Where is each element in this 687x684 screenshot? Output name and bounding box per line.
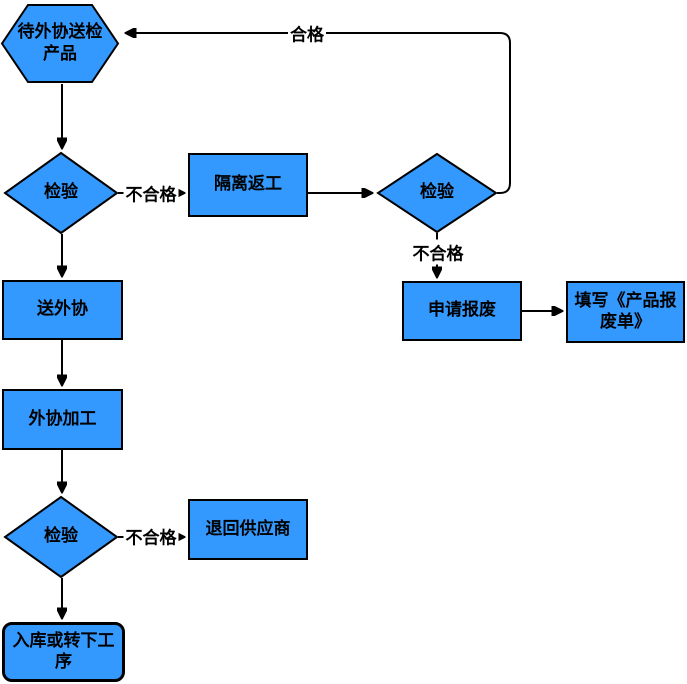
node-inspection-3: 检验 bbox=[3, 495, 119, 579]
node-label: 待外协送检产品 bbox=[17, 22, 103, 64]
node-isolate-rework: 隔离返工 bbox=[188, 153, 308, 217]
node-label: 检验 bbox=[44, 526, 78, 547]
node-label: 退回供应商 bbox=[205, 518, 291, 539]
node-label: 检验 bbox=[420, 182, 454, 203]
diamond-shape bbox=[3, 151, 119, 235]
node-label: 填写《产品报废单》 bbox=[574, 290, 677, 332]
node-inspection-2: 检验 bbox=[376, 152, 498, 234]
node-outsource-processing: 外协加工 bbox=[2, 389, 123, 450]
node-label: 申请报废 bbox=[428, 300, 496, 321]
node-label: 外协加工 bbox=[28, 408, 97, 429]
node-label: 送外协 bbox=[37, 299, 88, 320]
edge-label-fail-2: 不合格 bbox=[410, 239, 466, 265]
node-return-supplier: 退回供应商 bbox=[188, 499, 308, 560]
node-scrap-request: 申请报废 bbox=[402, 281, 522, 341]
node-pending-outsource-product: 待外协送检产品 bbox=[0, 4, 120, 83]
node-warehouse-or-next: 入库或转下工序 bbox=[2, 622, 125, 682]
edge-label-fail-1: 不合格 bbox=[123, 180, 179, 206]
diamond-shape bbox=[3, 495, 119, 579]
edge-label-pass: 合格 bbox=[288, 20, 326, 46]
hexagon-shape bbox=[0, 4, 120, 83]
node-fill-scrap-form: 填写《产品报废单》 bbox=[566, 281, 685, 343]
connector-inspect2-pass-to-start bbox=[127, 33, 511, 194]
node-label: 隔离返工 bbox=[214, 174, 282, 195]
node-label: 检验 bbox=[44, 182, 78, 203]
node-send-outsource: 送外协 bbox=[2, 280, 123, 340]
edge-label-fail-3: 不合格 bbox=[123, 523, 179, 549]
node-inspection-1: 检验 bbox=[3, 151, 119, 235]
node-label: 入库或转下工序 bbox=[12, 630, 115, 672]
diamond-shape bbox=[376, 152, 498, 234]
